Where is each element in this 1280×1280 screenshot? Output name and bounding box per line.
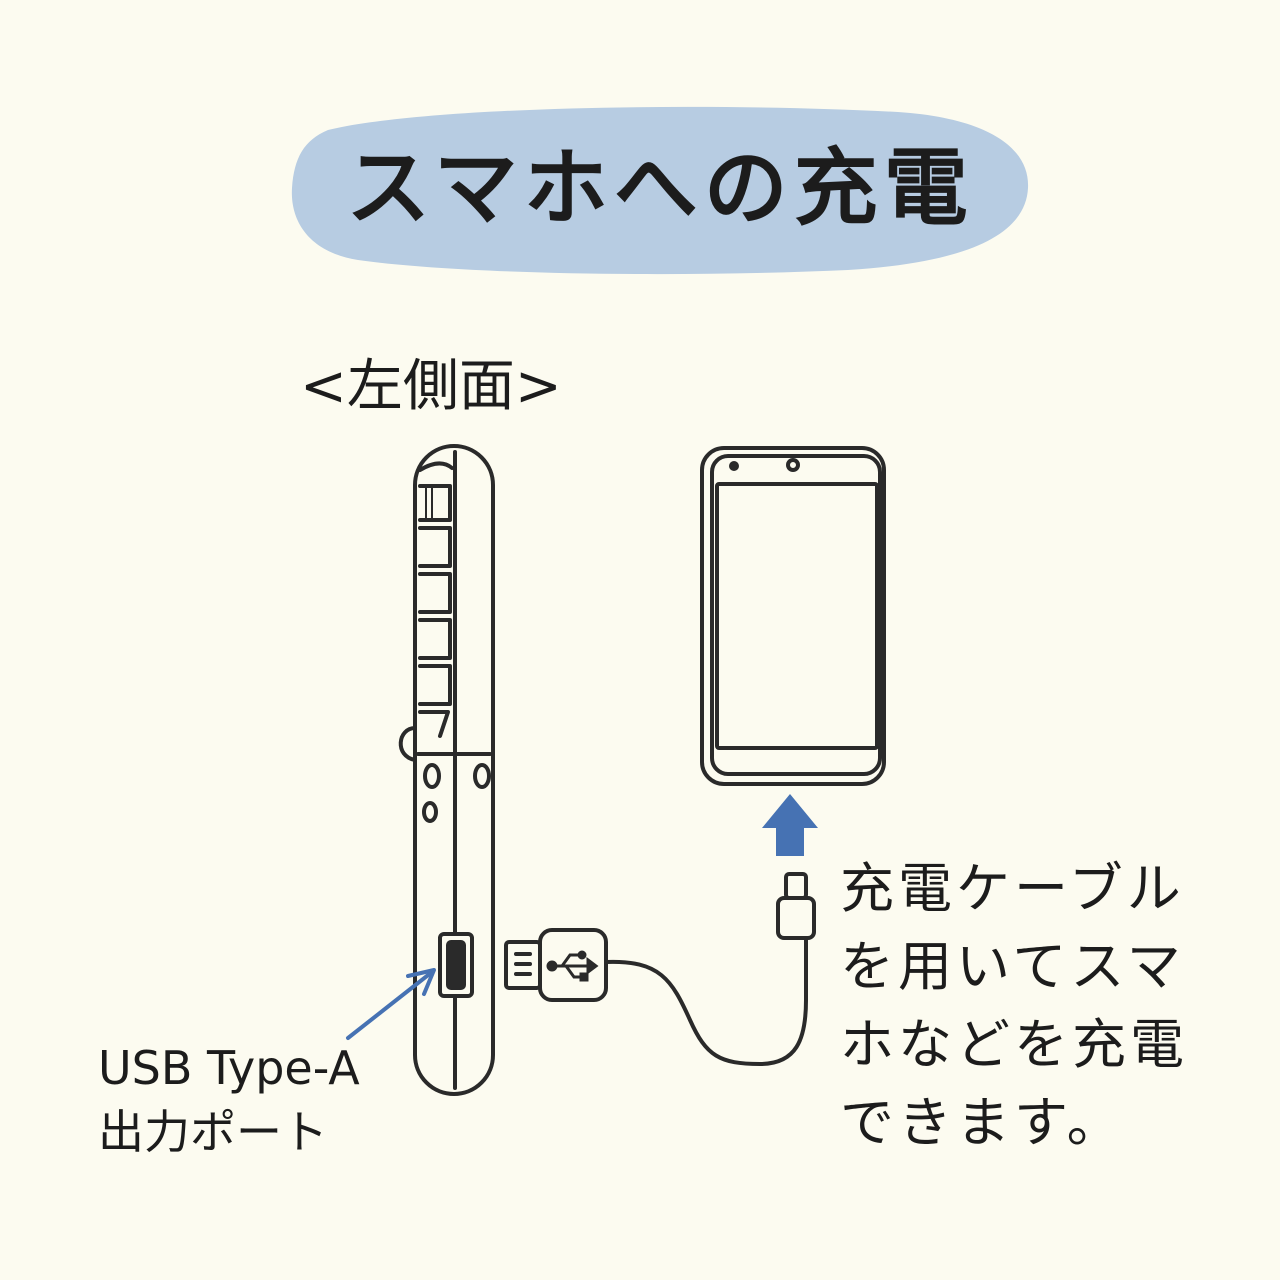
caption-line: できます。 <box>840 1091 1125 1154</box>
caption-line: 充電ケーブル <box>840 857 1185 920</box>
port-pointer-arrow <box>346 968 436 1040</box>
caption-line: ホなどを充電 <box>840 1013 1188 1076</box>
page-title: スマホへの充電 <box>346 139 974 237</box>
usb-port-label-desc: 出力ポート <box>98 1105 328 1159</box>
caption-line: を用いてスマ <box>840 935 1185 998</box>
usb-port-label: USB Type-A 出力ポート <box>98 1036 360 1164</box>
micro-usb-plug <box>776 872 816 940</box>
charge-up-arrow <box>762 794 818 856</box>
usb-symbol-icon <box>546 950 599 982</box>
handheld-fan-side-view <box>398 444 495 1096</box>
usb-type-a-port <box>438 932 474 998</box>
title-background-blob <box>291 106 1029 275</box>
smartphone <box>700 446 886 786</box>
side-view-label: <左側面> <box>300 354 562 419</box>
charging-caption: 充電ケーブル を用いてスマ ホなどを充電 できます。 <box>840 850 1240 1162</box>
usb-port-label-type: USB Type-A <box>98 1041 360 1095</box>
charging-cable <box>604 936 808 1066</box>
